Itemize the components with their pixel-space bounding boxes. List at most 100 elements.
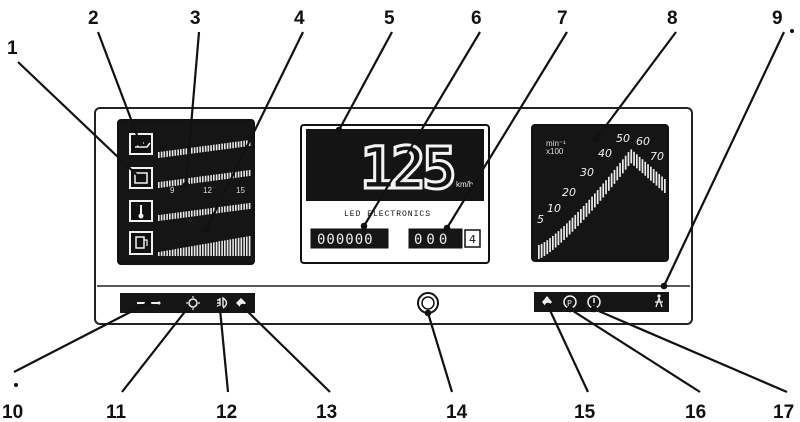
- bar-segment: [215, 144, 218, 151]
- bar-segment: [232, 238, 234, 256]
- leader-dot-4: [202, 226, 210, 234]
- trip-display: 000 4: [408, 228, 481, 249]
- bar-segment: [182, 178, 185, 185]
- leader-dot-8: [592, 135, 600, 143]
- center-display: 125 km/h LED ELECTRONICS 000000 000 4: [300, 124, 490, 264]
- rpm-tick: 70: [650, 150, 664, 163]
- bar-segment: [177, 248, 179, 256]
- leader-dot-12: [216, 305, 224, 313]
- leader-line-9: [663, 31, 785, 287]
- bar-segment: [160, 251, 163, 256]
- bar-segment: [246, 170, 248, 177]
- leader-line-12: [218, 308, 230, 393]
- bar-segment: [204, 208, 207, 215]
- bar-segment: [224, 143, 226, 150]
- leader-line-4: [205, 31, 304, 231]
- tach-segment: [613, 169, 616, 184]
- callout-11: 11: [106, 402, 127, 422]
- bar-segment: [210, 208, 212, 215]
- leader-line-5: [338, 31, 393, 131]
- leader-line-11: [121, 308, 188, 393]
- bar-segment: [224, 173, 226, 180]
- tach-segment: [568, 220, 571, 235]
- tach-segment: [616, 166, 619, 181]
- bar-segment: [226, 172, 229, 179]
- bar-segment: [169, 250, 171, 256]
- bar-segment: [210, 242, 212, 256]
- bar-segment: [246, 203, 248, 210]
- bar-segment: [221, 206, 223, 213]
- bar-segment: [169, 213, 171, 220]
- bar-segment: [174, 212, 177, 219]
- callout-10-dot: [14, 383, 18, 387]
- svg-text:P: P: [567, 299, 572, 308]
- bar-segment: [171, 180, 174, 187]
- leader-dot-1: [136, 174, 144, 182]
- tach-segment: [560, 228, 563, 243]
- bar-segment: [240, 141, 243, 148]
- trip-reset-glyph: 4: [469, 233, 476, 246]
- leader-line-8: [595, 31, 677, 140]
- bar-segment: [229, 205, 232, 212]
- bar-segment: [248, 236, 251, 256]
- bar-segment: [210, 145, 212, 152]
- bar-segment: [158, 152, 160, 158]
- tach-segment: [549, 238, 551, 253]
- fuel-scale-tick: 15: [236, 186, 245, 195]
- bar-segment: [202, 244, 204, 256]
- leader-dot-2: [136, 139, 144, 147]
- bar-segment: [160, 151, 163, 158]
- leader-dot-13: [239, 303, 247, 311]
- bar-segment: [235, 204, 237, 211]
- tach-segment: [641, 159, 644, 174]
- callout-9: 9: [772, 8, 783, 29]
- bar-segment: [191, 246, 193, 256]
- leader-lines: [13, 31, 788, 394]
- rpm-tick: 20: [562, 186, 576, 199]
- bar-segment: [163, 251, 166, 256]
- tach-segment: [619, 162, 621, 177]
- bar-segment: [213, 242, 215, 256]
- bar-segment: [191, 210, 193, 217]
- bar-segment: [237, 204, 240, 211]
- leader-dot-6: [360, 222, 368, 230]
- leader-dot-15: [544, 302, 552, 310]
- bar-segment: [182, 211, 185, 218]
- bar-segment: [215, 241, 218, 256]
- bar-segment: [204, 175, 207, 182]
- bar-segment: [188, 178, 190, 184]
- tach-segment: [608, 176, 610, 191]
- leader-line-10: [13, 302, 149, 373]
- bar-segment: [163, 214, 166, 221]
- bar-segment: [196, 209, 199, 216]
- tach-segment: [630, 149, 633, 164]
- callout-6: 6: [471, 8, 482, 29]
- bar-segment: [207, 175, 210, 182]
- callout-7: 7: [557, 8, 568, 29]
- bar-segment: [243, 237, 245, 256]
- bar-segment: [237, 141, 240, 148]
- tach-segment: [591, 196, 593, 211]
- bar-segment: [243, 140, 245, 147]
- rpm-scale: 5 10 20 30 40 50 60 70: [537, 132, 664, 226]
- bar-segment: [213, 207, 215, 214]
- callout-16: 16: [685, 402, 706, 422]
- bar-segment: [166, 250, 168, 256]
- bar-segment: [169, 180, 171, 187]
- bar-segment: [199, 176, 201, 183]
- bar-segment: [185, 211, 188, 218]
- leader-line-3: [184, 31, 201, 186]
- bar-segment: [226, 239, 229, 256]
- leader-line-15: [547, 305, 589, 393]
- bar-segment: [166, 180, 168, 187]
- bar-segment: [177, 179, 179, 186]
- bar-segment: [232, 142, 234, 149]
- callout-8: 8: [667, 8, 678, 29]
- bar-segment: [171, 249, 174, 256]
- tach-segment: [624, 155, 627, 170]
- tach-segment: [622, 159, 624, 174]
- leader-dot-17: [590, 305, 598, 313]
- bar-segment: [191, 147, 193, 154]
- tach-segment: [605, 180, 607, 195]
